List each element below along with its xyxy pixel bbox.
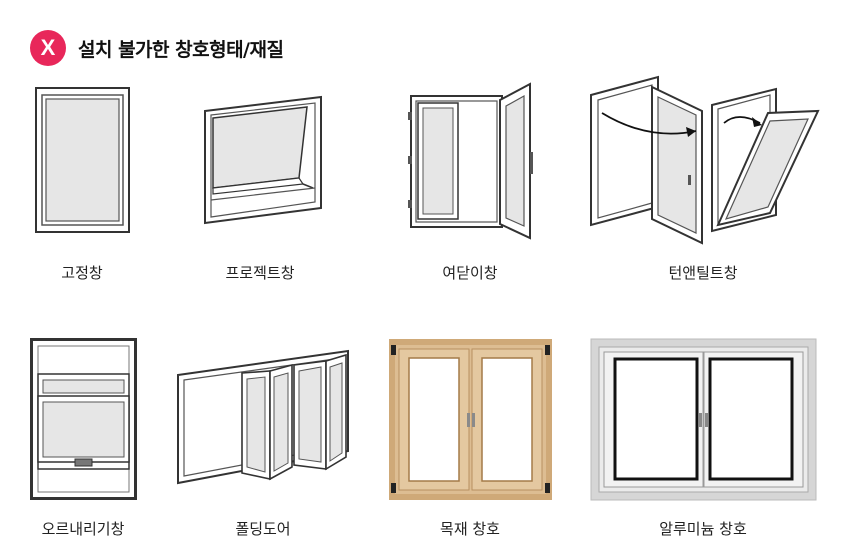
label-aluminum-window: 알루미늄 창호 [659, 520, 747, 538]
section-title: 설치 불가한 창호형태/재질 [78, 38, 284, 61]
section-header: X 설치 불가한 창호형태/재질 [30, 30, 284, 66]
aluminum-window-icon [590, 338, 817, 501]
label-sash-window: 오르내리기창 [41, 520, 125, 538]
sash-window-icon [30, 338, 137, 500]
folding-door-icon [177, 349, 349, 485]
fixed-window-icon [35, 87, 130, 233]
item-fixed-window [35, 87, 130, 234]
label-turn-and-tilt-window: 턴앤틸트창 [668, 264, 738, 282]
casement-window-icon [408, 82, 533, 240]
item-projected-window [203, 95, 323, 226]
label-projected-window: 프로젝트창 [225, 264, 295, 282]
label-casement-window: 여닫이창 [442, 264, 498, 282]
projected-window-icon [204, 95, 322, 225]
item-turn-and-tilt-window [588, 75, 820, 245]
item-wooden-window [389, 339, 552, 500]
item-casement-window [408, 82, 536, 240]
label-fixed-window: 고정창 [61, 264, 103, 282]
item-sash-window [30, 338, 137, 500]
item-aluminum-window [590, 338, 817, 501]
item-folding-door [176, 349, 351, 485]
wooden-window-icon [389, 339, 552, 500]
turn-and-tilt-window-icon [590, 75, 820, 245]
not-allowed-badge-icon: X [30, 30, 66, 66]
label-folding-door: 폴딩도어 [235, 520, 291, 538]
label-wooden-window: 목재 창호 [440, 520, 500, 538]
